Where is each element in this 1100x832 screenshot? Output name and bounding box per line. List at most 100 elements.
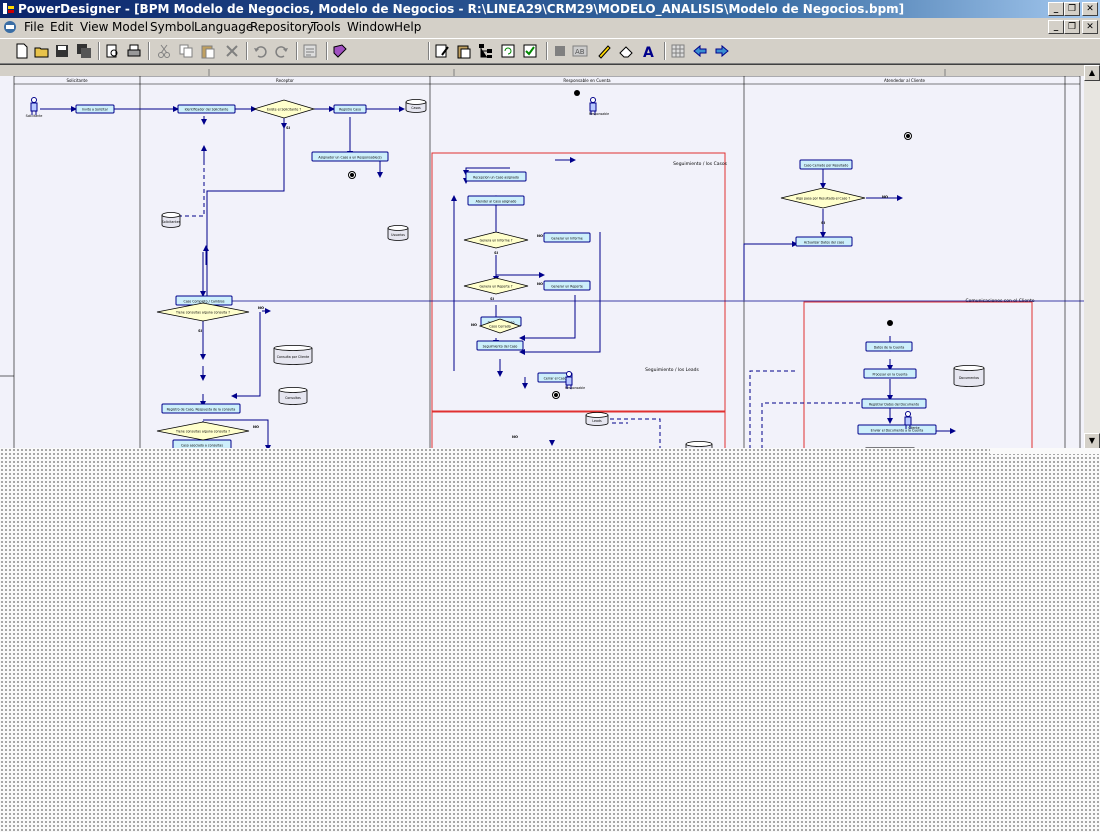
redo-button[interactable] [274,43,290,59]
text-format-button[interactable]: AB [572,43,588,59]
decision-diamond[interactable] [478,318,522,334]
back-button[interactable] [692,43,708,59]
activity-a13[interactable]: Seguimiento del Caso [476,340,524,351]
properties-button[interactable] [302,43,318,59]
menu-window[interactable]: Window [347,20,395,34]
flow-arrow[interactable] [231,312,261,399]
save-button[interactable] [54,43,70,59]
activity-box[interactable] [543,232,591,243]
actor-u1[interactable]: Solicitante [26,97,43,119]
decision-diamond[interactable] [252,99,316,119]
activity-a9[interactable]: Atender al Caso asignado [467,195,525,206]
datastore-body[interactable] [161,215,181,228]
activity-a10[interactable]: Generar un Informe [543,232,591,243]
actor-u3[interactable]: Responsable [565,371,585,391]
actor-u2[interactable]: Responsable [589,97,609,117]
datastore-body[interactable] [953,368,985,387]
new-button[interactable] [14,43,30,59]
menu-repository[interactable]: Repository [250,20,314,34]
paste-special-button[interactable] [456,43,472,59]
datastore-body[interactable] [387,228,409,241]
refresh-button[interactable] [500,43,516,59]
datastore-s7[interactable]: Contacto [685,441,713,449]
activity-box[interactable] [467,195,525,206]
group-g1[interactable] [431,152,726,412]
datastore-s1[interactable]: Solicitantes [161,212,181,228]
document-icon[interactable] [3,20,18,34]
activity-box[interactable] [75,104,115,114]
datastore-top[interactable] [387,225,409,231]
activity-a22[interactable]: Enviar el Documento a la Cuenta [857,424,937,435]
decision-diamond[interactable] [780,187,866,209]
edit-button[interactable] [434,43,450,59]
decision-d2[interactable]: Tiene consultas alguna consulta ? [156,302,250,322]
eraser-button[interactable] [618,43,634,59]
menu-file[interactable]: File [24,20,45,34]
data-flow[interactable] [749,370,795,448]
activity-box[interactable] [465,171,527,182]
tree-button[interactable] [478,43,494,59]
paste-button[interactable] [200,43,216,59]
decision-d6[interactable]: Caso Cerrado [478,318,522,334]
datastore-s4[interactable]: Consulta por Cliente [273,345,313,365]
menu-symbol[interactable]: Symbol [150,20,195,34]
datastore-s3[interactable]: Usuarios [387,225,409,241]
scroll-down-button[interactable]: ▼ [1084,433,1100,448]
decision-diamond[interactable] [156,421,250,441]
model-button[interactable] [332,43,348,59]
font-button[interactable]: A [640,43,656,59]
fill-button[interactable] [552,43,568,59]
datastore-s6[interactable]: Leads [585,412,609,426]
menu-help[interactable]: Help [394,20,422,34]
activity-box[interactable] [799,159,853,170]
activity-box[interactable] [857,424,937,435]
activity-a3[interactable]: Registro Caso [333,104,367,114]
activity-box[interactable] [861,398,927,409]
end-node[interactable] [348,171,356,179]
datastore-top[interactable] [278,387,308,393]
activity-a17[interactable]: Caso Cerrado por Resultado [799,159,853,170]
close-button[interactable]: ✕ [1082,2,1098,16]
activity-a11[interactable]: Generar un Reporte [543,280,591,291]
flow-arrow[interactable] [519,295,576,341]
flow-arrow[interactable] [203,419,271,448]
decision-d4[interactable]: Genera un Informe ? [463,231,529,249]
mdi-close-button[interactable]: ✕ [1082,20,1098,34]
pen-button[interactable] [596,43,612,59]
activity-box[interactable] [177,104,236,114]
activity-box[interactable] [863,368,917,379]
print-button[interactable] [126,43,142,59]
activity-a20[interactable]: Procesar en la Cuenta [863,368,917,379]
minimize-button[interactable]: _ [1048,2,1064,16]
scroll-up-button[interactable]: ▲ [1084,65,1100,81]
activity-a1[interactable]: Invito a Solicitar [75,104,115,114]
flow-arrow[interactable] [743,241,798,300]
activity-a5[interactable]: Caso Completo / Cambios [175,295,233,306]
open-button[interactable] [34,43,50,59]
decision-diamond[interactable] [156,302,250,322]
start-node[interactable] [887,320,893,326]
datastore-s2[interactable]: Casos [405,99,427,113]
activity-a7[interactable]: Caso asociado a consultas [172,439,232,448]
vertical-scrollbar[interactable]: ▲ ▼ [1084,65,1100,448]
decision-d1[interactable]: Existe el Solicitante ? [252,99,316,119]
menu-edit[interactable]: Edit [50,20,74,34]
datastore-s5[interactable]: Consultas [278,387,308,405]
menu-tools[interactable]: Tools [311,20,341,34]
forward-button[interactable] [714,43,730,59]
mdi-minimize-button[interactable]: _ [1048,20,1064,34]
datastore-top[interactable] [405,99,427,105]
activity-box[interactable] [795,236,853,247]
mdi-restore-button[interactable]: ❐ [1064,20,1080,34]
restore-button[interactable]: ❐ [1064,2,1080,16]
activity-a21[interactable]: Registrar Datos del Documento [861,398,927,409]
activity-a2[interactable]: Identificador del Solicitante [177,104,236,114]
decision-d3[interactable]: Tiene consultas alguna consulta ? [156,421,250,441]
copy-button[interactable] [178,43,194,59]
actor-u4[interactable]: Cliente [904,411,920,431]
cut-button[interactable] [156,43,172,59]
datastore-top[interactable] [161,212,181,218]
end-node[interactable] [904,132,912,140]
activity-box[interactable] [333,104,367,114]
